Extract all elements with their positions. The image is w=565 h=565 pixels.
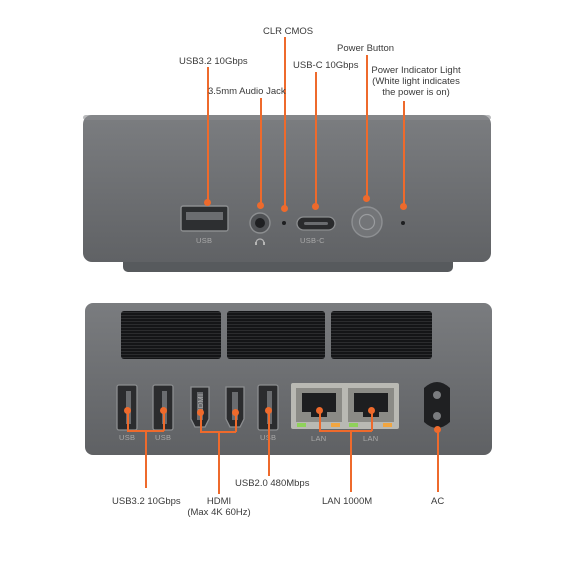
- rear-lan-label-2: LAN: [363, 434, 379, 443]
- callout-leader-line: [437, 429, 439, 492]
- callout-rear-usb32: USB3.2 10Gbps: [112, 496, 181, 507]
- rear-vent-right: [331, 311, 432, 359]
- callout-marker-dot: [400, 203, 407, 210]
- rear-hdmi-port-1: [190, 386, 210, 428]
- callout-leader-line: [315, 72, 317, 207]
- ac-inlet: [424, 382, 450, 428]
- front-usb-port: [180, 205, 229, 232]
- front-usbc-port: [296, 216, 336, 231]
- callout-leader-line: [319, 410, 321, 431]
- callout-leader-line: [371, 410, 373, 431]
- callout-usbc: USB-C 10Gbps: [293, 60, 359, 71]
- front-panel: [83, 115, 491, 272]
- callout-leader-line: [350, 430, 352, 492]
- rear-lan-label-1: LAN: [311, 434, 327, 443]
- callout-marker-dot: [257, 202, 264, 209]
- rear-hdmi-port-2: [225, 386, 245, 428]
- rear-usb-label-1: USB: [119, 433, 136, 442]
- callout-power-light-line2: (White light indicates: [372, 76, 460, 87]
- headphone-icon: [255, 238, 265, 245]
- callout-power-light-line3: the power is on): [382, 87, 450, 98]
- callout-leader-line: [235, 412, 237, 432]
- callout-audio-jack: 3.5mm Audio Jack: [208, 86, 286, 97]
- power-button: [351, 206, 383, 238]
- callout-hdmi-line2: (Max 4K 60Hz): [187, 507, 251, 518]
- callout-marker-dot: [312, 203, 319, 210]
- callout-power-light: Power Indicator Light (White light indic…: [368, 65, 464, 98]
- callout-leader-line: [200, 412, 202, 432]
- callout-marker-dot: [363, 195, 370, 202]
- lan-block: [291, 383, 399, 429]
- rear-vent-left: [121, 311, 221, 359]
- callout-marker-dot: [204, 199, 211, 206]
- callout-clr-cmos: CLR CMOS: [263, 26, 314, 37]
- callout-leader-line: [163, 410, 165, 431]
- front-usb-label: USB: [196, 236, 213, 245]
- callout-front-usb32: USB3.2 10Gbps: [179, 56, 248, 67]
- callout-leader-line: [319, 430, 372, 432]
- callout-hdmi: HDMI (Max 4K 60Hz): [180, 496, 258, 518]
- callout-power-button: Power Button: [337, 43, 395, 54]
- callout-leader-line: [127, 410, 129, 431]
- callout-hdmi-line1: HDMI: [206, 496, 232, 507]
- power-indicator-light: [401, 221, 405, 225]
- callout-leader-line: [207, 67, 209, 203]
- callout-usb20: USB2.0 480Mbps: [235, 478, 310, 489]
- callout-leader-line: [145, 430, 147, 488]
- callout-leader-line: [284, 37, 286, 209]
- audio-jack: [249, 212, 271, 234]
- callout-leader-line: [268, 410, 270, 476]
- front-usbc-label: USB-C: [300, 236, 325, 245]
- callout-power-light-line1: Power Indicator Light: [371, 65, 461, 76]
- callout-leader-line: [218, 431, 220, 494]
- rear-vent-middle: [227, 311, 325, 359]
- callout-leader-line: [366, 55, 368, 198]
- callout-lan: LAN 1000M: [322, 496, 373, 507]
- rear-usb-label-2: USB: [155, 433, 172, 442]
- callout-leader-line: [403, 101, 405, 207]
- clr-cmos-hole: [282, 221, 286, 225]
- callout-ac: AC: [431, 496, 445, 507]
- callout-marker-dot: [281, 205, 288, 212]
- callout-leader-line: [260, 98, 262, 205]
